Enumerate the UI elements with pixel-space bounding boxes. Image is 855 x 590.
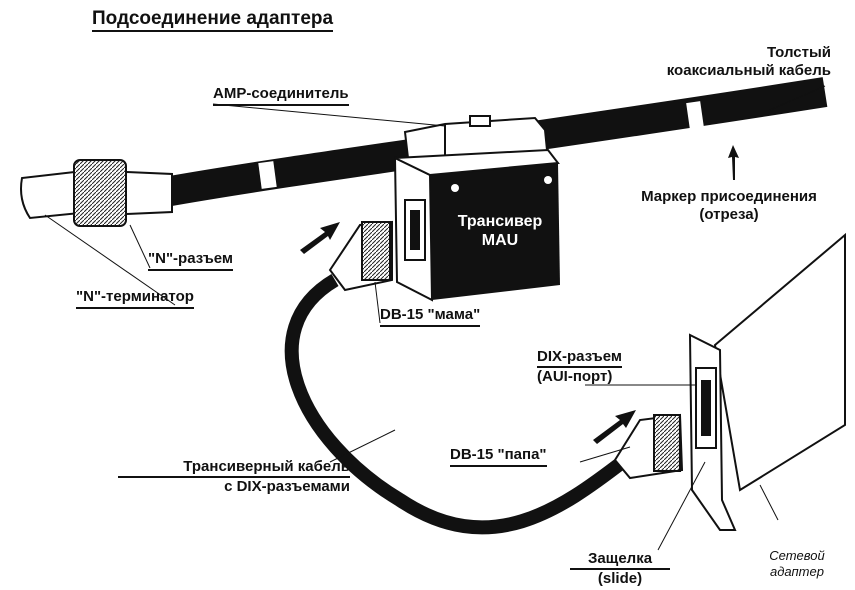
label-network-adapter-line2: адаптер — [770, 564, 824, 579]
label-dix-port-line2: (AUI-порт) — [537, 366, 622, 386]
diagram-title: Подсоединение адаптера — [92, 8, 334, 32]
label-transceiver-cable: Трансиверный кабель с DIX-разъемами — [118, 458, 350, 496]
db15-female-plug — [328, 220, 393, 292]
label-amp-connector: AMP-соединитель — [213, 85, 349, 106]
label-thick-cable-line1: Толстый — [766, 44, 831, 61]
label-transceiver-cable-line1: Трансиверный кабель — [183, 458, 350, 475]
label-latch-line1: Защелка — [587, 550, 653, 567]
transceiver-mau — [393, 148, 560, 302]
leader-lines — [44, 85, 826, 551]
label-marker: Маркер присоединения (отреза) — [615, 188, 843, 224]
label-marker-line1: Маркер присоединения — [641, 188, 817, 205]
transceiver-cable — [284, 273, 630, 535]
label-db15-female: DB-15 "мама" — [380, 306, 481, 327]
arrow-right-icon — [593, 410, 636, 444]
label-latch: Защелка (slide) — [570, 550, 670, 588]
db15-male-plug — [613, 413, 684, 480]
label-network-adapter-line1: Сетевой — [769, 548, 825, 563]
label-transceiver-line2: MAU — [481, 232, 519, 249]
label-n-connector: "N"-разъем — [148, 250, 233, 271]
label-dix-port-line1: DIX-разъем — [537, 348, 622, 365]
label-thick-cable: Толстый коаксиальный кабель — [667, 44, 831, 80]
label-transceiver-cable-line2: с DIX-разъемами — [118, 476, 350, 496]
arrow-up-icon — [728, 145, 739, 180]
label-dix-port: DIX-разъем (AUI-порт) — [537, 348, 622, 386]
label-n-terminator: "N"-терминатор — [76, 288, 194, 309]
n-terminator — [20, 159, 173, 227]
label-marker-line2: (отреза) — [699, 206, 759, 223]
label-transceiver: Трансивер MAU — [440, 212, 560, 250]
label-db15-male: DB-15 "папа" — [450, 446, 547, 467]
network-adapter-card — [688, 232, 846, 531]
label-latch-line2: (slide) — [570, 568, 670, 588]
label-thick-cable-line2: коаксиальный кабель — [666, 62, 831, 79]
label-network-adapter: Сетевой адаптер — [752, 548, 842, 580]
label-transceiver-line1: Трансивер — [457, 213, 543, 230]
arrow-right-icon — [300, 222, 340, 254]
